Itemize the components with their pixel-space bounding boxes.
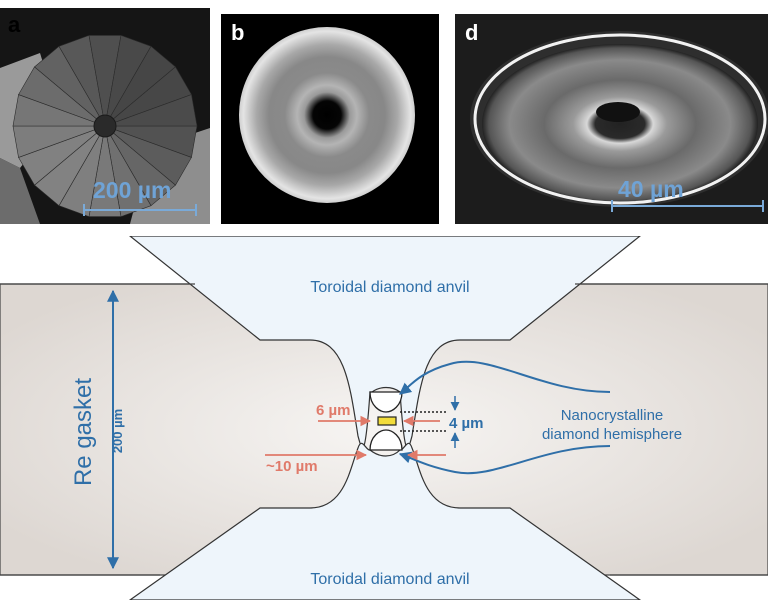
scale-label-a: 200 µm (93, 177, 171, 203)
toroid-rim (473, 33, 767, 205)
anvil-bottom-label: Toroidal diamond anvil (310, 571, 469, 588)
panel-letter-b: b (231, 20, 245, 45)
panel-a-image: 200 µm (0, 8, 210, 224)
dim-10um-label: ~10 µm (266, 458, 318, 475)
panel-d-sem-image: 40 µm d (455, 14, 768, 224)
upper-anvil (128, 235, 642, 449)
anvil-top-label: Toroidal diamond anvil (310, 279, 469, 296)
scale-label-d: 40 µm (618, 176, 684, 202)
hemisphere-label-line2: diamond hemisphere (542, 426, 682, 443)
callout-upper-curve (399, 360, 611, 395)
anvil-facet (104, 94, 198, 127)
panel-letter-a: a (8, 12, 21, 37)
panel-b-image: b (221, 14, 439, 224)
anvil-facets (12, 34, 198, 218)
toroid-surface (482, 44, 758, 204)
dim-4um-label: 4 µm (449, 415, 484, 432)
sample (377, 416, 397, 426)
lower-anvil (128, 442, 642, 601)
panel-letter-d: d (465, 20, 479, 45)
panel-a-sem-image: 200 µm a (0, 8, 210, 224)
lower-hemisphere (369, 429, 403, 451)
gasket-label: Re gasket (70, 378, 97, 486)
dim-6um-label: 6 µm (316, 402, 351, 419)
concentric-disc (239, 27, 415, 203)
gasket-dimension: 200 µm (110, 409, 125, 453)
hemisphere-label-line1: Nanocrystalline (561, 407, 664, 424)
upper-hemisphere (369, 391, 403, 413)
toroidal-dac-schematic: Re gasket 200 µm Toroidal diamond anvil … (0, 235, 768, 601)
